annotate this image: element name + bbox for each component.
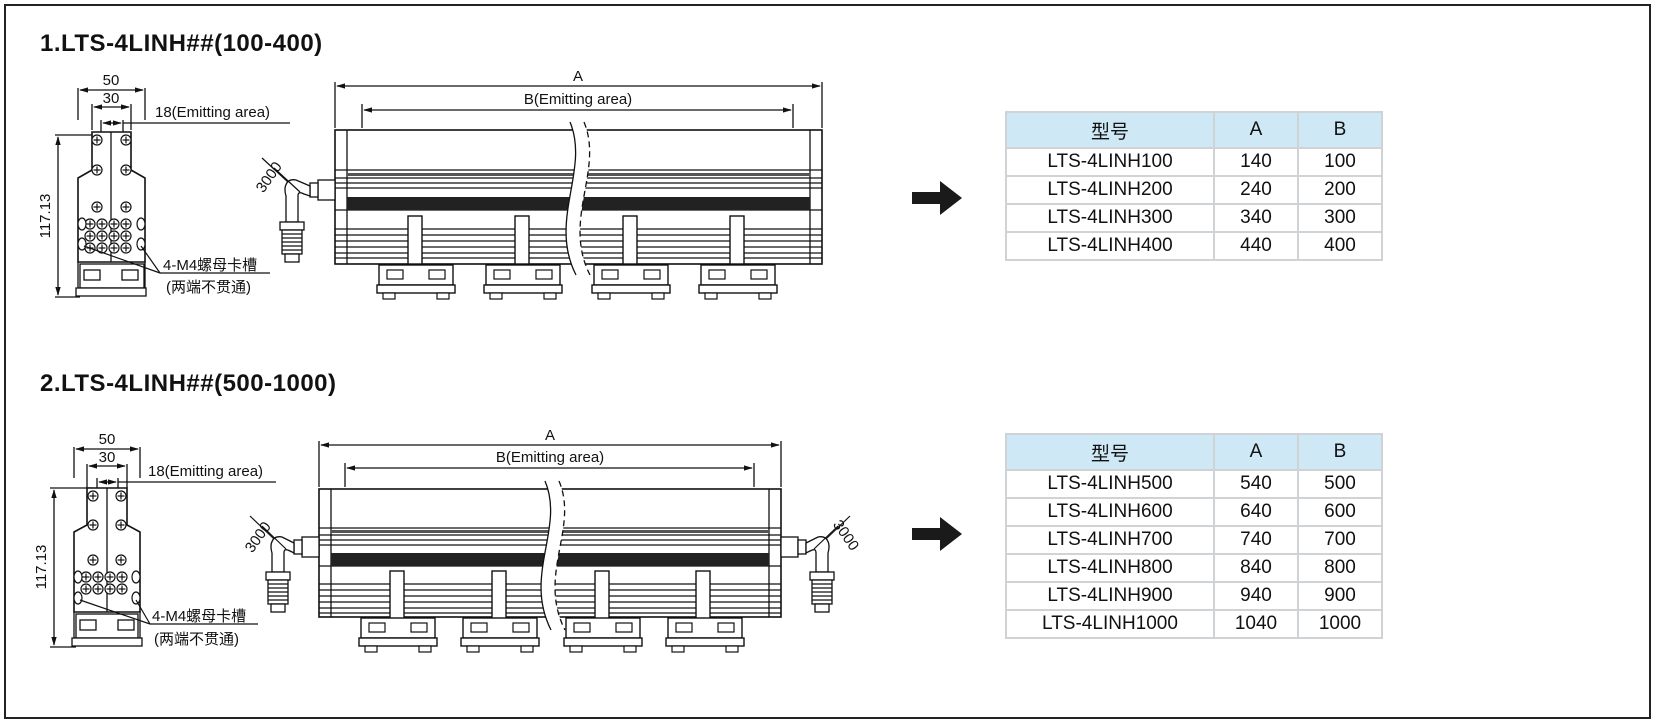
section-2-break-mark [540,480,566,631]
table-row: LTS-4LINH900 940 900 [1005,581,1383,611]
section-2-slot-label: 4-M4螺母卡槽 [152,608,246,625]
cell-b: 700 [1297,525,1383,555]
section-2-width-inner: 30 [99,449,116,466]
table-row: LTS-4LINH400 440 400 [1005,231,1383,261]
section-1-side-view [55,87,290,298]
cell-a: 1040 [1213,609,1299,639]
table-row: LTS-4LINH600 640 600 [1005,497,1383,527]
section-1-spec-table: 型号 A B LTS-4LINH100 140 100 LTS-4LINH200… [1005,111,1383,261]
cell-a: 440 [1213,231,1299,261]
table-row: LTS-4LINH300 340 300 [1005,203,1383,233]
cell-b: 500 [1297,469,1383,499]
table-row: LTS-4LINH700 740 700 [1005,525,1383,555]
cell-b: 900 [1297,581,1383,611]
cell-a: 940 [1213,581,1299,611]
cell-a: 840 [1213,553,1299,583]
cell-model: LTS-4LINH100 [1005,147,1215,177]
cell-b: 100 [1297,147,1383,177]
table-row: LTS-4LINH800 840 800 [1005,553,1383,583]
drawing-frame [4,4,1651,719]
cell-model: LTS-4LINH200 [1005,175,1215,205]
header-a: A [1213,433,1299,471]
section-1-break-mark [565,121,591,276]
cell-b: 300 [1297,203,1383,233]
cell-b: 600 [1297,497,1383,527]
cell-model: LTS-4LINH1000 [1005,609,1215,639]
section-1-cable-length: 3000 [253,159,286,196]
cell-model: LTS-4LINH900 [1005,581,1215,611]
header-model: 型号 [1005,433,1215,471]
cell-a: 340 [1213,203,1299,233]
section-2-arrow-icon [912,517,962,551]
section-2-slot-note: (两端不贯通) [154,631,239,648]
section-1-slot-leader [83,245,270,274]
cell-model: LTS-4LINH500 [1005,469,1215,499]
section-2-height: 117.13 [33,545,50,590]
section-1-dim-b: B(Emitting area) [524,91,632,108]
section-2-side-view [50,446,276,648]
table-row: LTS-4LINH1000 1040 1000 [1005,609,1383,639]
cell-model: LTS-4LINH400 [1005,231,1215,261]
table-row: LTS-4LINH200 240 200 [1005,175,1383,205]
table-header-row: 型号 A B [1005,433,1383,471]
cell-model: LTS-4LINH800 [1005,553,1215,583]
header-a: A [1213,111,1299,149]
header-b: B [1297,433,1383,471]
header-model: 型号 [1005,111,1215,149]
cell-model: LTS-4LINH600 [1005,497,1215,527]
section-2-side-screws [73,490,141,605]
section-1-side-screws [77,134,146,254]
cell-b: 200 [1297,175,1383,205]
section-1-emitting-label: 18(Emitting area) [155,104,270,121]
section-1-left-cable [261,157,336,263]
cell-b: 1000 [1297,609,1383,639]
cell-b: 800 [1297,553,1383,583]
section-1-arrow-icon [912,181,962,215]
cell-a: 240 [1213,175,1299,205]
section-1-dim-a: A [573,68,583,85]
section-1-slot-note: (两端不贯通) [166,279,251,296]
section-2-width-total: 50 [99,431,116,448]
cell-b: 400 [1297,231,1383,261]
cell-a: 140 [1213,147,1299,177]
table-row: LTS-4LINH500 540 500 [1005,469,1383,499]
cell-a: 540 [1213,469,1299,499]
header-b: B [1297,111,1383,149]
section-1-width-total: 50 [103,72,120,89]
section-2-dim-b: B(Emitting area) [496,449,604,466]
table-row: LTS-4LINH100 140 100 [1005,147,1383,177]
cell-a: 640 [1213,497,1299,527]
section-1-slot-label: 4-M4螺母卡槽 [163,257,257,274]
cell-model: LTS-4LINH300 [1005,203,1215,233]
section-2-slot-leader [79,599,258,625]
section-2-cable-length-right: 3000 [829,517,862,554]
section-2-title: 2.LTS-4LINH##(500-1000) [40,370,337,397]
section-2-right-cable [780,515,851,613]
section-2-left-cable [249,515,320,613]
cell-model: LTS-4LINH700 [1005,525,1215,555]
cell-a: 740 [1213,525,1299,555]
section-2-dim-a: A [545,427,555,444]
section-1-width-inner: 30 [103,90,120,107]
section-1-height: 117.13 [37,194,54,239]
section-2-emitting-label: 18(Emitting area) [148,463,263,480]
section-2-cable-length-left: 3000 [242,519,275,556]
section-1-title: 1.LTS-4LINH##(100-400) [40,30,323,57]
section-2-spec-table: 型号 A B LTS-4LINH500 540 500 LTS-4LINH600… [1005,433,1383,639]
table-header-row: 型号 A B [1005,111,1383,149]
